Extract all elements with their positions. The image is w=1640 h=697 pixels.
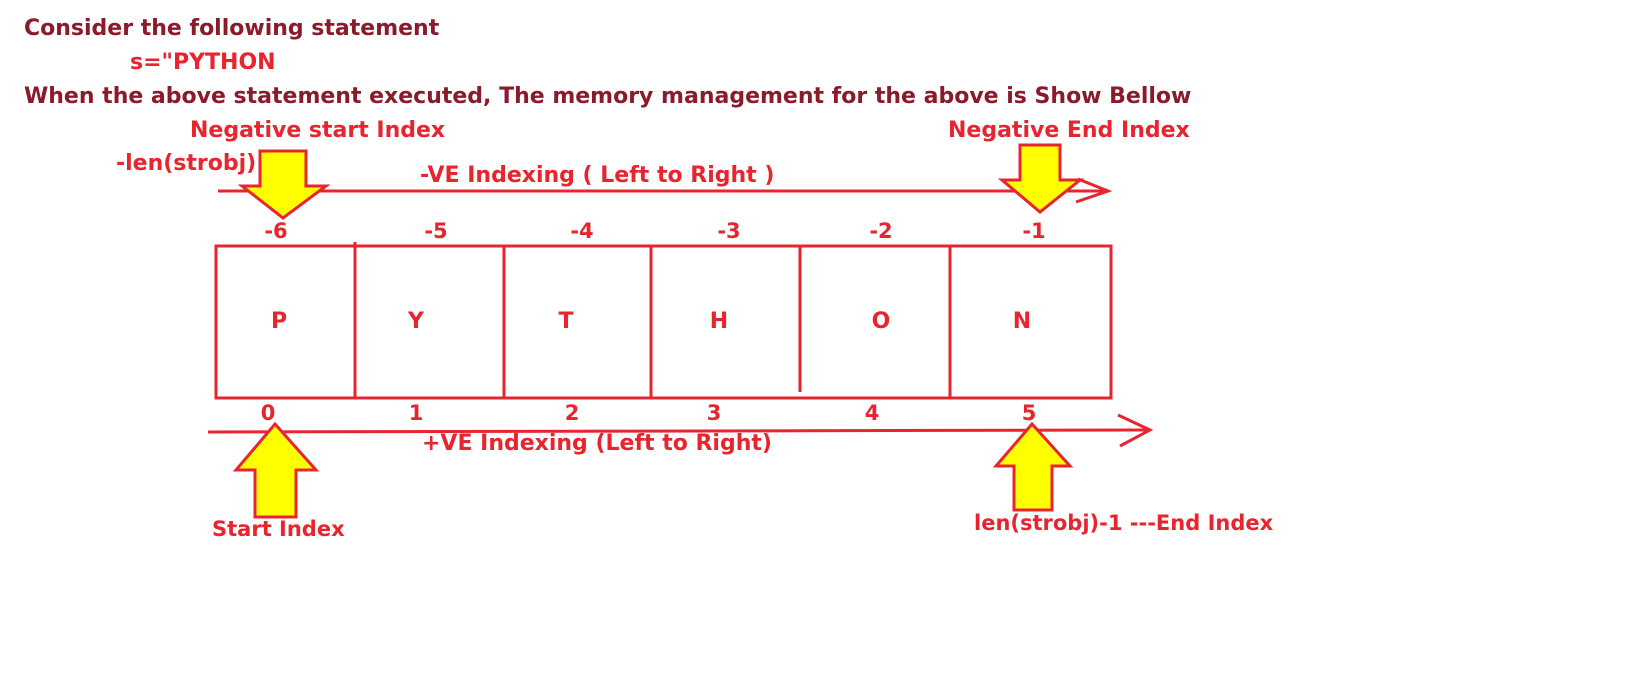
positive-axis-line: [207, 428, 1151, 434]
negative-index: -1: [1022, 219, 1045, 243]
cell-char: Y: [407, 309, 425, 334]
negative-end-index-label: Negative End Index: [948, 118, 1190, 143]
start-index-label: Start Index: [212, 517, 345, 541]
memory-box-outline: [214, 244, 1113, 400]
negative-end-arrow: [997, 143, 1085, 214]
cell-char: P: [271, 309, 287, 334]
positive-indexing-axis-label: +VE Indexing (Left to Right): [422, 431, 772, 456]
end-index-arrow: [992, 421, 1074, 512]
negative-axis-arrowhead: [1075, 177, 1113, 204]
heading-line-1: Consider the following statement: [24, 16, 440, 41]
negative-index: -6: [264, 219, 287, 243]
positive-index: 5: [1022, 401, 1037, 425]
end-index-label: len(strobj)-1 ---End Index: [974, 511, 1274, 535]
cell-char: T: [558, 309, 573, 334]
statement-code: s="PYTHON: [130, 50, 276, 75]
negative-start-arrow: [237, 149, 331, 220]
negative-start-index-label: Negative start Index: [190, 118, 446, 143]
positive-index: 0: [261, 401, 276, 425]
positive-index-labels: 0 1 2 3 4 5: [261, 401, 1037, 425]
negative-index: -3: [717, 219, 740, 243]
heading-line-2: When the above statement executed, The m…: [24, 84, 1192, 109]
negative-start-expr-label: -len(strobj): [116, 151, 257, 176]
start-index-arrow: [232, 421, 320, 519]
negative-indexing-axis-label: -VE Indexing ( Left to Right ): [420, 163, 775, 188]
negative-index: -5: [424, 219, 447, 243]
negative-index: -2: [869, 219, 892, 243]
negative-index-labels: -6 -5 -4 -3 -2 -1: [264, 219, 1045, 243]
positive-index: 1: [409, 401, 424, 425]
positive-index: 4: [865, 401, 880, 425]
positive-index: 2: [565, 401, 580, 425]
cell-char: H: [710, 309, 728, 334]
positive-axis-arrowhead: [1117, 413, 1154, 448]
positive-index: 3: [707, 401, 722, 425]
cell-char: O: [872, 309, 891, 334]
cell-char: N: [1013, 309, 1031, 334]
negative-index: -4: [570, 219, 593, 243]
